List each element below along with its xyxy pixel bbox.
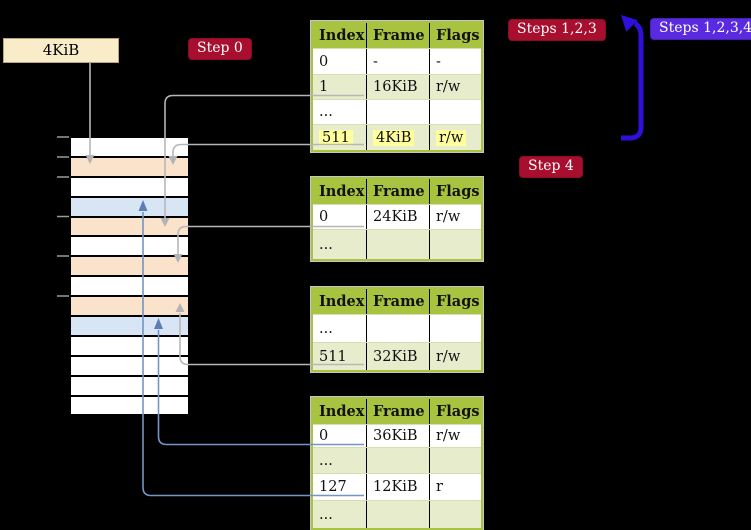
table-cell: r/w (429, 205, 481, 229)
memory-frame-row (71, 197, 188, 218)
memory-frame-row (71, 317, 188, 337)
memory-frame-row (71, 277, 188, 298)
memory-frame-row (71, 336, 188, 357)
highlighted-value: 4KiB (373, 129, 415, 146)
table-cell (366, 230, 429, 259)
table-row: ... (313, 229, 481, 259)
table-cell: 32KiB (366, 343, 429, 370)
physical-memory-column (69, 136, 190, 417)
table-cell (366, 501, 429, 528)
blue-arrowhead-upleft-icon (621, 15, 638, 32)
table-row: ... (313, 500, 481, 528)
badge-steps-1-2-3: Steps 1,2,3 (508, 19, 606, 41)
table-cell: r/w (429, 75, 481, 99)
table-header-cell: Index (319, 183, 365, 200)
memory-frame-row (71, 157, 188, 178)
memory-frame-row (71, 217, 188, 238)
table-header-cell: Flags (429, 23, 481, 48)
memory-frame-row (71, 356, 188, 377)
table-row: 511 4KiB r/w (313, 124, 481, 150)
table-header-cell: Index (319, 293, 365, 310)
badge-step-4: Step 4 (519, 156, 583, 178)
table-cell: r/w (429, 425, 481, 447)
table-header-cell: Flags (429, 289, 481, 314)
table-cell: - (366, 49, 429, 74)
table-cell (429, 501, 481, 528)
table-cell: ... (319, 104, 333, 120)
memory-frame-row (71, 396, 188, 415)
thick-blue-loop-arrow (621, 21, 644, 141)
table-cell: ... (319, 236, 333, 253)
table-cell: ... (319, 452, 333, 469)
table-cell: r (429, 474, 481, 500)
table-cell (429, 100, 481, 124)
table-cell: 0 (319, 53, 329, 70)
table-row: ... (313, 99, 481, 124)
memory-frame-row (71, 297, 188, 318)
table-cell (429, 315, 481, 342)
highlighted-value: 511 (319, 129, 353, 146)
badge-step-0: Step 0 (188, 38, 252, 60)
table-cell: 511 (313, 125, 366, 150)
table-cell: ... (319, 506, 333, 523)
table-cell: r/w (429, 125, 481, 150)
table-row: ... (313, 314, 481, 342)
table-cell: 16KiB (366, 75, 429, 99)
table-row: ... (313, 447, 481, 473)
table-cell (366, 448, 429, 473)
highlighted-value: r/w (436, 129, 467, 146)
table-cell: 127 (319, 479, 347, 495)
memory-address-ticks (57, 136, 69, 297)
table-cell: ... (319, 320, 333, 337)
table-cell (429, 230, 481, 259)
table-cell: 24KiB (366, 205, 429, 229)
memory-frame-row (71, 138, 188, 158)
table-row: 0 -- (313, 48, 481, 74)
table-cell: 1 (319, 79, 329, 95)
table-cell: - (429, 49, 481, 74)
memory-frame-row (71, 376, 188, 397)
table-header-cell: Index (319, 403, 365, 420)
memory-frame-row (71, 257, 188, 278)
table-header-cell: Frame (366, 399, 429, 424)
table-cell: 4KiB (366, 125, 429, 150)
badge-steps-1-2-3-4: Steps 1,2,3,4 (650, 18, 751, 40)
table-header-cell: Flags (429, 179, 481, 204)
table-cell: 0 (319, 428, 329, 444)
memory-frame-row (71, 237, 188, 258)
table-header-cell: Frame (366, 289, 429, 314)
table-cell: 12KiB (366, 474, 429, 500)
table-header-cell: Index (319, 27, 365, 44)
table-header-cell: Frame (366, 179, 429, 204)
table-header-cell: Flags (429, 399, 481, 424)
table-header-cell: Frame (366, 23, 429, 48)
table-cell: r/w (429, 343, 481, 370)
table-cell (366, 100, 429, 124)
table-cell: 511 (319, 348, 347, 365)
table-cell: 0 (319, 209, 329, 225)
memory-frame-row (71, 177, 188, 198)
table-cell (366, 315, 429, 342)
page-size-label: 4KiB (3, 38, 119, 63)
table-cell: 36KiB (366, 425, 429, 447)
table-cell (429, 448, 481, 473)
